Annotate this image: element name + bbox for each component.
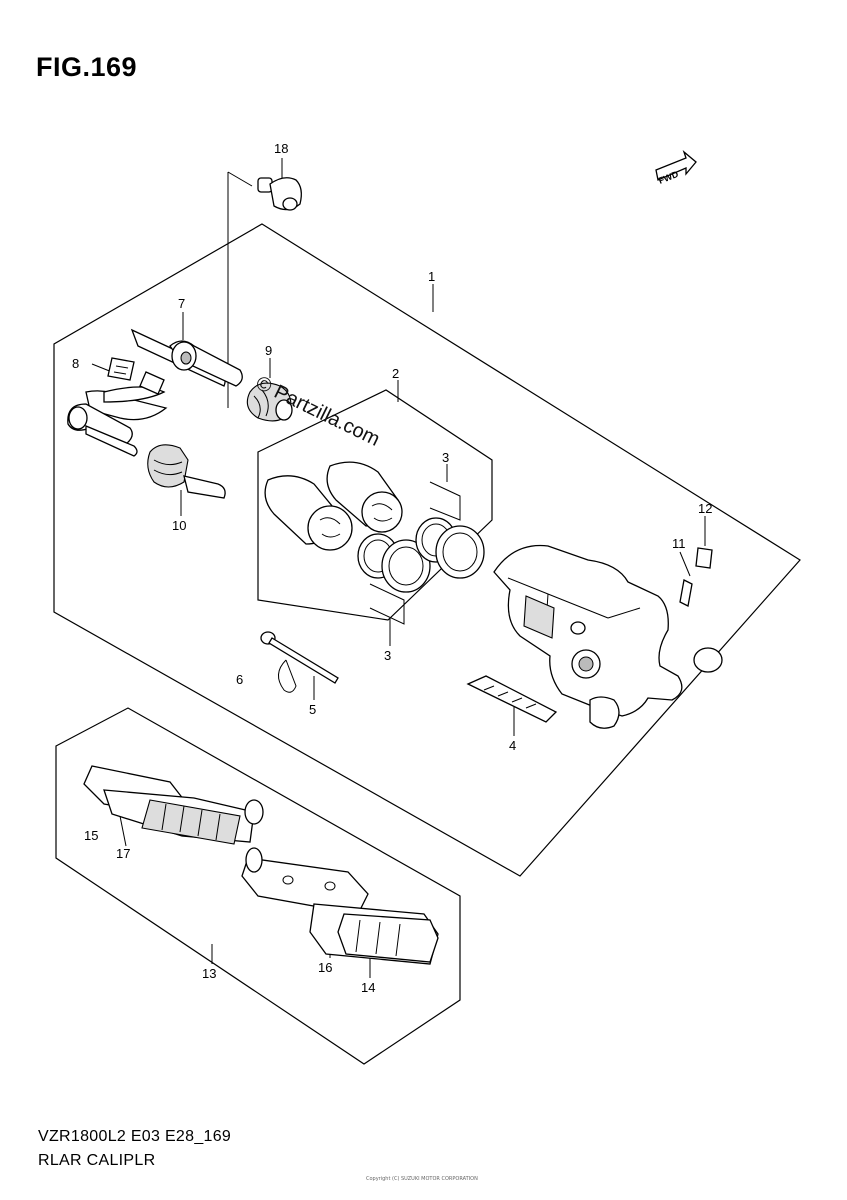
- callout-6: 6: [236, 672, 243, 687]
- part-10-pin-boot: [147, 444, 226, 499]
- callout-3-upper: 3: [442, 450, 449, 465]
- callout-15: 15: [84, 828, 98, 843]
- callout-5: 5: [309, 702, 316, 717]
- part-3-seals: [357, 517, 485, 593]
- callout-3-lower: 3: [384, 648, 391, 663]
- part-8-retainer-clip: [107, 357, 165, 395]
- figure-title: FIG.169: [36, 52, 138, 82]
- callout-8: 8: [72, 356, 79, 371]
- diagram-code: VZR1800L2 E03 E28_169: [38, 1128, 232, 1145]
- callout-16: 16: [318, 960, 332, 975]
- callout-14: 14: [361, 980, 375, 995]
- callout-7: 7: [178, 296, 185, 311]
- assembly-outline-1: [53, 223, 801, 877]
- fwd-arrow-icon: FWD: [655, 150, 697, 186]
- callout-12: 12: [698, 501, 712, 516]
- part-11-bleeder-valve: [679, 579, 693, 607]
- diagram-caption: RLAR CALIPLR: [38, 1152, 156, 1169]
- pistons: [264, 461, 403, 551]
- part-7-slide-pin: [67, 328, 243, 457]
- part-5-pad-pin: [260, 631, 339, 684]
- callout-labels: 18 1 7 8 9 2 3 10 12 11 3 6 5 4 15 17 16…: [72, 141, 712, 995]
- callout-13: 13: [202, 966, 216, 981]
- pad-set-outline-13: [55, 707, 461, 1065]
- part-6-r-clip: [278, 659, 297, 693]
- callout-17: 17: [116, 846, 130, 861]
- part-12-bleeder-cap: [695, 547, 713, 569]
- callout-18: 18: [274, 141, 288, 156]
- copyright-note: Copyright (C) SUZUKI MOTOR CORPORATION: [366, 1176, 478, 1182]
- part-4-pad-spring: [466, 675, 558, 723]
- callout-1: 1: [428, 269, 435, 284]
- caliper-body: [493, 544, 723, 729]
- callout-9: 9: [265, 343, 272, 358]
- piston-group-outline-2: [257, 389, 493, 621]
- brake-pads: [83, 765, 439, 965]
- callout-11: 11: [672, 536, 686, 551]
- callout-2: 2: [392, 366, 399, 381]
- callout-10: 10: [172, 518, 186, 533]
- callout-4: 4: [509, 738, 516, 753]
- part-9-boot: [246, 382, 293, 422]
- part-18-bleeder-cap: [257, 177, 302, 211]
